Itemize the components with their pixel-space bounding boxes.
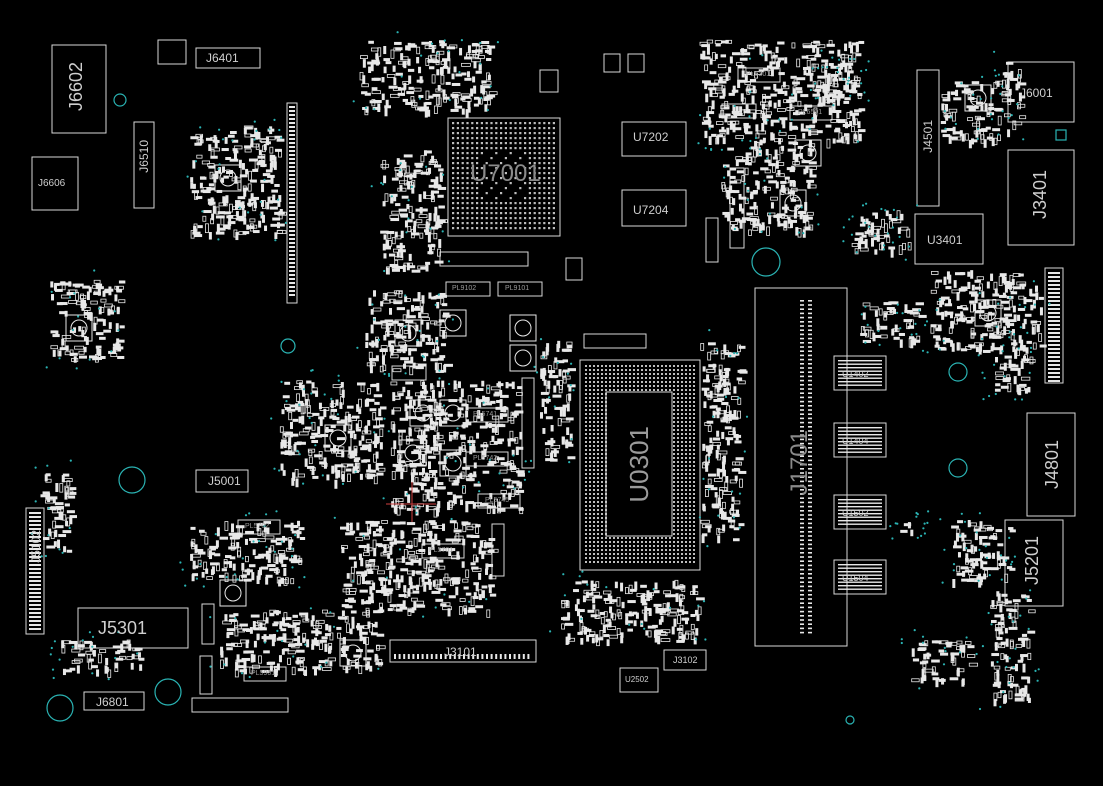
pcb-layout-canvas: [25, 31, 1076, 725]
